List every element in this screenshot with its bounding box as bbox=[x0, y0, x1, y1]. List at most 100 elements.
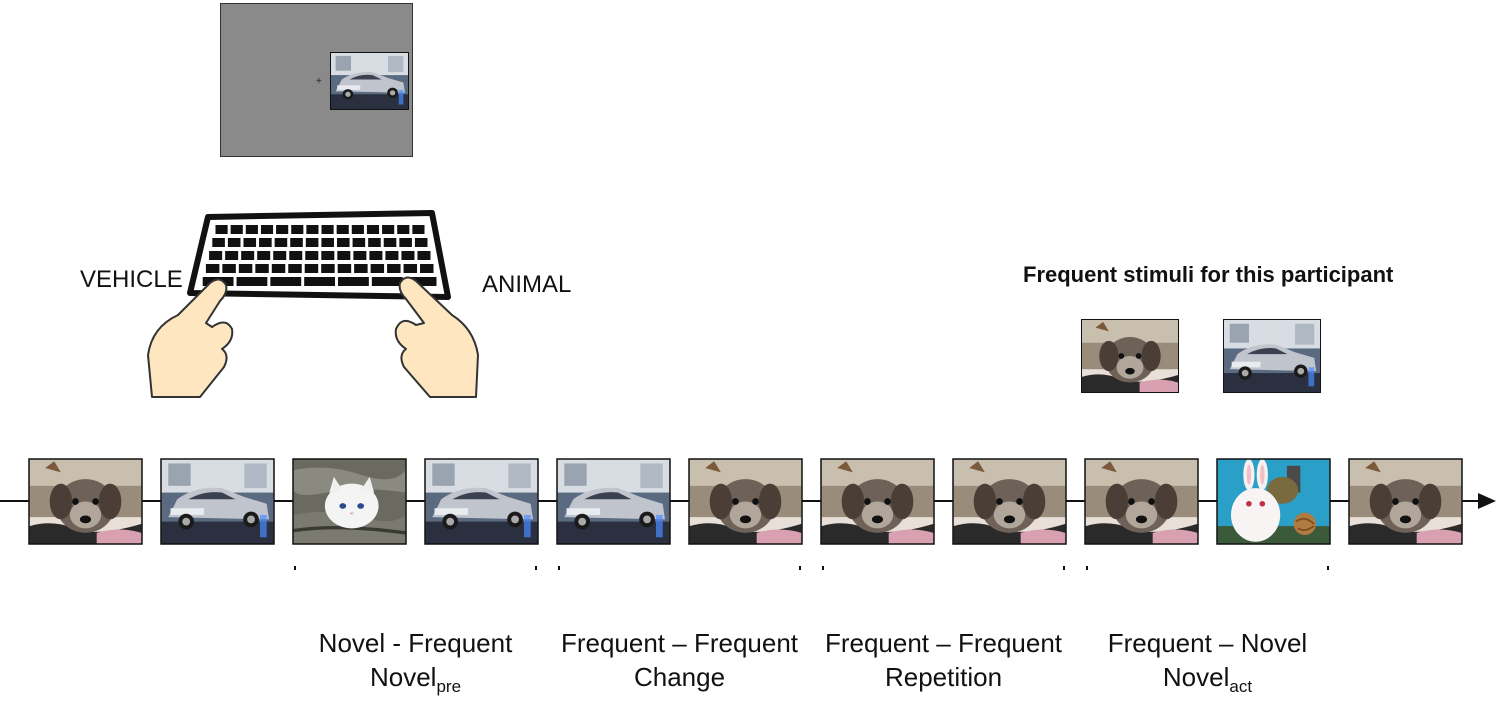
sequence-image-border bbox=[688, 458, 803, 545]
keyboard-key bbox=[205, 264, 220, 273]
screen-car-image bbox=[330, 52, 409, 110]
sequence-image-border bbox=[292, 458, 407, 545]
keyboard-key bbox=[321, 264, 335, 273]
animal-response-label: ANIMAL bbox=[482, 271, 572, 298]
keyboard-key bbox=[305, 238, 319, 247]
keyboard-key bbox=[351, 225, 364, 234]
keyboard-key bbox=[270, 277, 302, 286]
keyboard-key bbox=[412, 225, 425, 234]
sequence-image-border bbox=[160, 458, 275, 545]
keyboard-key bbox=[399, 238, 412, 247]
keyboard-key bbox=[369, 251, 383, 260]
keyboard-key bbox=[337, 251, 351, 260]
right-hand-icon bbox=[394, 276, 479, 398]
keyboard-key bbox=[370, 264, 385, 273]
keyboard-key bbox=[271, 264, 286, 273]
timeline-arrowhead-icon bbox=[1478, 493, 1496, 509]
keyboard-key bbox=[336, 238, 350, 247]
keyboard-key bbox=[306, 225, 319, 234]
keyboard-key bbox=[403, 264, 418, 273]
condition-bracket bbox=[1086, 566, 1329, 570]
keyboard-key bbox=[383, 238, 397, 247]
condition-label-main: Novel bbox=[369, 662, 437, 692]
keyboard-key bbox=[371, 277, 403, 286]
sequence-image-dog bbox=[1085, 459, 1198, 544]
sequence-image-border bbox=[28, 458, 143, 545]
fixation-cross: + bbox=[316, 76, 322, 87]
condition-label-main: Change bbox=[633, 662, 726, 692]
condition-label-line2: Novelact bbox=[1078, 660, 1338, 704]
sequence-image-car bbox=[425, 459, 538, 544]
left-hand-icon bbox=[147, 278, 234, 398]
sequence-image-border bbox=[424, 458, 539, 545]
keyboard-key bbox=[420, 264, 434, 273]
keyboard-and-hands-illustration bbox=[147, 210, 479, 398]
keyboard-key bbox=[245, 225, 258, 234]
keyboard-key bbox=[215, 225, 228, 234]
keyboard-key bbox=[305, 251, 319, 260]
keyboard-key bbox=[291, 225, 304, 234]
keyboard-key bbox=[382, 225, 395, 234]
keyboard-key bbox=[276, 225, 289, 234]
frequent-car-image bbox=[1223, 319, 1321, 393]
sequence-image-car bbox=[161, 459, 274, 544]
keyboard-key bbox=[273, 251, 287, 260]
keyboard-key bbox=[241, 251, 255, 260]
keyboard-key bbox=[290, 238, 303, 247]
sequence-image-border bbox=[556, 458, 671, 545]
keyboard-key bbox=[401, 251, 415, 260]
keyboard-key bbox=[321, 238, 334, 247]
keyboard-key bbox=[304, 264, 319, 273]
keyboard-key bbox=[260, 225, 274, 234]
condition-label-line1: Frequent – Frequent bbox=[560, 628, 799, 658]
keyboard-key bbox=[209, 251, 223, 260]
sequence-image-dog bbox=[1349, 459, 1462, 544]
condition-label-line2: Repetition bbox=[814, 660, 1074, 694]
condition-label-subscript: act bbox=[1229, 677, 1253, 696]
keyboard-key bbox=[366, 225, 380, 234]
keyboard-key bbox=[288, 264, 302, 273]
keyboard-key bbox=[368, 238, 381, 247]
keyboard-key bbox=[236, 277, 268, 286]
keyboard-key bbox=[338, 277, 369, 286]
keyboard-key bbox=[259, 238, 272, 247]
condition-label-line2: Change bbox=[550, 660, 810, 694]
condition-bracket bbox=[294, 566, 537, 570]
keyboard-key bbox=[385, 251, 399, 260]
sequence-image-border bbox=[1348, 458, 1463, 545]
keyboard-key bbox=[274, 238, 288, 247]
stimulus-screen: + bbox=[220, 3, 413, 157]
keyboard-key bbox=[397, 225, 410, 234]
keyboard-key bbox=[238, 264, 253, 273]
sequence-image-border bbox=[820, 458, 935, 545]
condition-bracket bbox=[558, 566, 801, 570]
condition-label-line1: Novel - Frequent bbox=[318, 628, 513, 658]
keyboard-key bbox=[304, 277, 336, 286]
sequence-image-car bbox=[557, 459, 670, 544]
keyboard-key bbox=[337, 264, 352, 273]
frequent-stimuli-title: Frequent stimuli for this participant bbox=[1023, 262, 1394, 287]
keyboard-key bbox=[289, 251, 303, 260]
sequence-image-dog bbox=[953, 459, 1066, 544]
keyboard-key bbox=[222, 264, 236, 273]
sequence-image-cat bbox=[293, 459, 406, 544]
trial-timeline bbox=[0, 458, 1496, 570]
sequence-image-border bbox=[952, 458, 1067, 545]
keyboard-key bbox=[255, 264, 269, 273]
keyboard-key bbox=[321, 225, 334, 234]
sequence-image-border bbox=[1216, 458, 1331, 545]
keyboard-key bbox=[230, 225, 243, 234]
keyboard-key bbox=[353, 251, 367, 260]
keyboard-key bbox=[387, 264, 401, 273]
condition-bracket bbox=[822, 566, 1065, 570]
sequence-image-rabbit bbox=[1217, 459, 1330, 544]
keyboard-key bbox=[405, 277, 437, 286]
sequence-image-dog bbox=[821, 459, 934, 544]
condition-label-line2: Novelpre bbox=[286, 660, 546, 704]
keyboard-key bbox=[417, 251, 431, 260]
condition-label-main: Repetition bbox=[884, 662, 1003, 692]
